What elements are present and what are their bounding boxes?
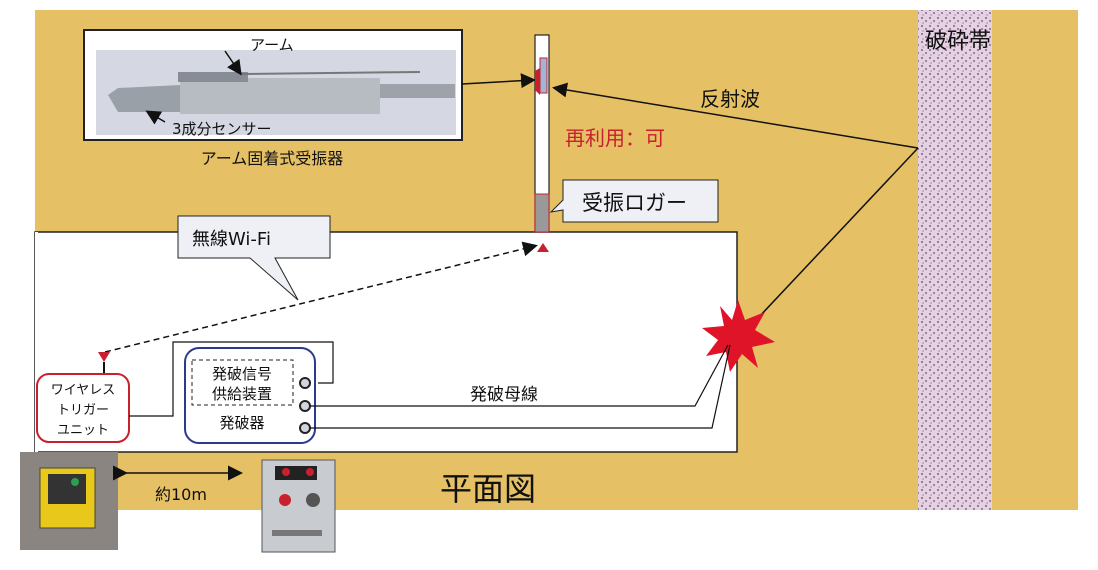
terminal-icon: [299, 377, 311, 389]
reflected-wave-label: 反射波: [700, 87, 760, 111]
wifi-callout: [177, 215, 331, 301]
blast-wire-label: 発破母線: [470, 385, 538, 405]
signal-label-2: 供給装置: [212, 385, 272, 403]
receiver-photo: [96, 50, 456, 135]
terminal-icon: [299, 422, 311, 434]
tunnel: [34, 231, 738, 453]
wifi-label: 無線Wi-Fi: [192, 229, 271, 250]
plan-view-title: 平面図: [440, 470, 536, 508]
signal-label-1: 発破信号: [212, 365, 272, 383]
logger-callout: [549, 179, 719, 223]
trigger-label-2: トリガー: [57, 403, 109, 418]
distance-label: 約10m: [155, 485, 207, 504]
receiver-in-hole: [539, 57, 548, 94]
logger-in-hole: [534, 193, 550, 233]
blast-wire: [310, 344, 729, 407]
logger-label: 受振ロガー: [582, 191, 687, 215]
blaster-unit: [184, 347, 316, 444]
reusable-label: 再利用：可: [565, 126, 665, 150]
antenna-icon: [98, 352, 110, 362]
blast-point-icon: [702, 300, 775, 372]
fracture-zone: [918, 10, 992, 510]
blaster-label: 発破器: [219, 414, 264, 432]
wireless-trigger-unit: [36, 373, 130, 443]
logger-antenna-icon: [537, 243, 549, 252]
arm-label: アーム: [250, 36, 294, 54]
trigger-label-3: ユニット: [57, 423, 109, 438]
trigger-unit-photo: [20, 452, 118, 550]
terminal-icon: [299, 400, 311, 412]
trigger-label-1: ワイヤレス: [51, 383, 116, 398]
sensor-label: 3成分センサー: [172, 120, 272, 138]
receiver-caption: アーム固着式受振器: [201, 149, 344, 168]
fracture-zone-label: 破砕帯: [925, 29, 991, 54]
wifi-link: [104, 241, 538, 353]
blaster-photo: [261, 459, 336, 553]
